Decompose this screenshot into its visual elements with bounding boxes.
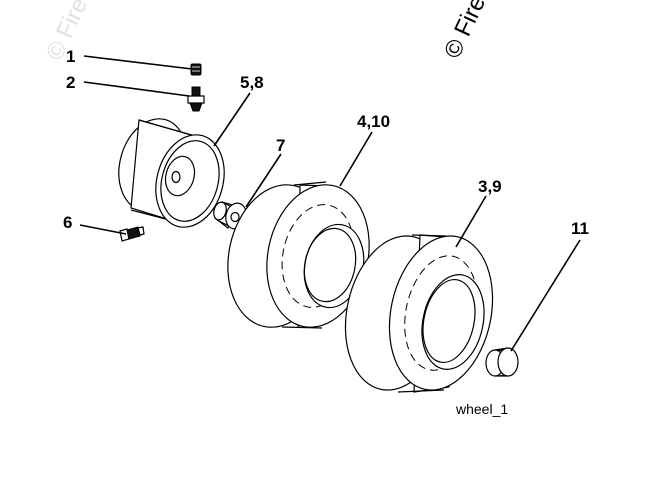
callout-6: 6: [63, 213, 72, 232]
leader-line-2: [83, 81, 190, 97]
callout-3-9: 3,9: [478, 177, 502, 196]
callout-7: 7: [276, 136, 285, 155]
rim-part-5-8: [118, 118, 225, 228]
tire-part-3-9: [344, 234, 494, 393]
callout-11: 11: [571, 219, 589, 238]
callout-2: 2: [66, 73, 75, 92]
tire-part-4-10: [227, 181, 370, 329]
leader-line-4-10: [339, 131, 373, 187]
callout-4-10: 4,10: [357, 112, 390, 131]
hub-cap-part-11: [485, 347, 519, 377]
leader-line-6: [79, 224, 127, 235]
valve-cap-part-1: [190, 63, 202, 76]
leader-line-3-9: [455, 195, 487, 248]
callout-1: 1: [66, 47, 75, 66]
valve-stem-part-2: [187, 86, 205, 112]
figure-caption: wheel_1: [455, 401, 508, 417]
watermark: © Fired: [439, 0, 497, 63]
leader-line-7: [245, 153, 282, 208]
leader-line-11: [510, 239, 581, 352]
grease-fitting-part-6: [119, 226, 145, 242]
callout-5-8: 5,8: [240, 73, 264, 92]
leader-line-5-8: [213, 92, 251, 147]
leader-line-1: [83, 55, 193, 70]
